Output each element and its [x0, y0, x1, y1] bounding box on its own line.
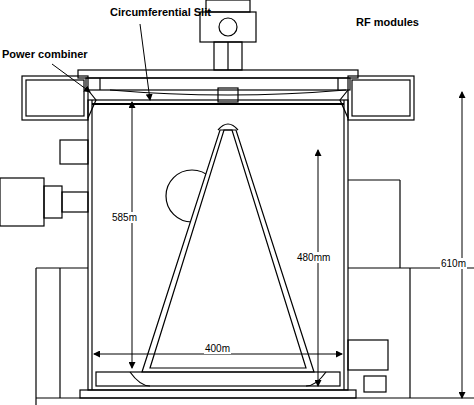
- dimension-label: 610m: [440, 258, 467, 269]
- callout-label: Power combiner: [2, 48, 88, 60]
- callout-label: RF modules: [356, 16, 419, 28]
- dimension-label: 400m: [204, 343, 231, 354]
- dimension-label: 480mm: [296, 252, 331, 263]
- dimension-label: 585m: [111, 212, 138, 223]
- callout-label: Circumferential Slit: [110, 6, 211, 18]
